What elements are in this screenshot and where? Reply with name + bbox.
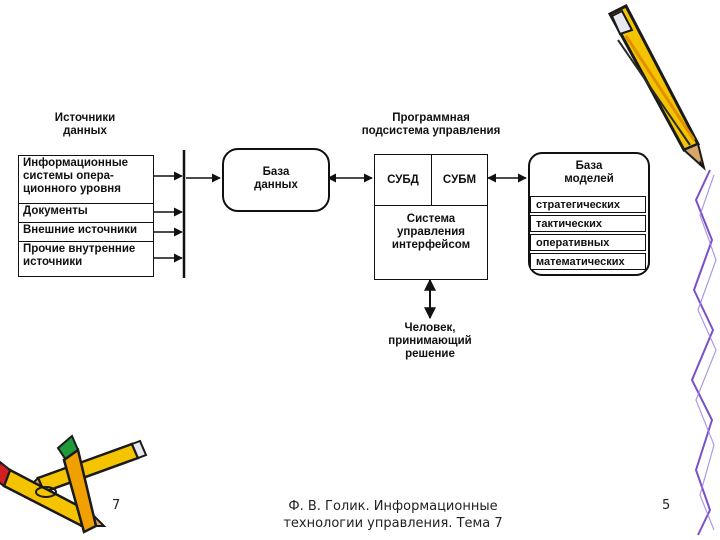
scribble-icon — [690, 169, 715, 536]
interface-system-cell: Система управления интерфейсом — [391, 213, 471, 251]
model-operative: оперативных — [530, 234, 646, 251]
model-mathematical: математических — [530, 253, 646, 270]
model-tactical: тактических — [530, 215, 646, 232]
model-strategic: стратегических — [530, 196, 646, 213]
sources-header: Источники данных — [54, 112, 116, 137]
program-subsystem-header: Программная подсистема управления — [361, 112, 501, 137]
pencils-icon — [0, 434, 148, 534]
footer-left-number: 7 — [112, 498, 121, 513]
footer-right-number: 5 — [662, 498, 671, 513]
dbms-cell: СУБД — [375, 155, 432, 206]
decision-maker-label: Человек, принимающий решение — [388, 322, 472, 360]
program-subsystem-box: СУБД СУБМ Система управления интерфейсом — [374, 154, 488, 280]
source-internal-other: Прочие внутренние источники — [23, 243, 136, 268]
database-block: База данных — [222, 148, 330, 212]
source-documents: Документы — [19, 204, 153, 223]
source-external: Внешние источники — [19, 223, 153, 242]
source-operational-systems: Информационные системы опера- ционного у… — [19, 156, 153, 204]
models-base-label: База моделей — [564, 160, 614, 185]
pencil-icon — [607, 3, 706, 171]
database-label: База данных — [254, 166, 298, 191]
mbms-cell: СУБМ — [432, 155, 487, 206]
sources-box: Информационные системы опера- ционного у… — [18, 155, 154, 277]
footer-center-text: Ф. В. Голик. Информационные технологии у… — [283, 499, 503, 531]
